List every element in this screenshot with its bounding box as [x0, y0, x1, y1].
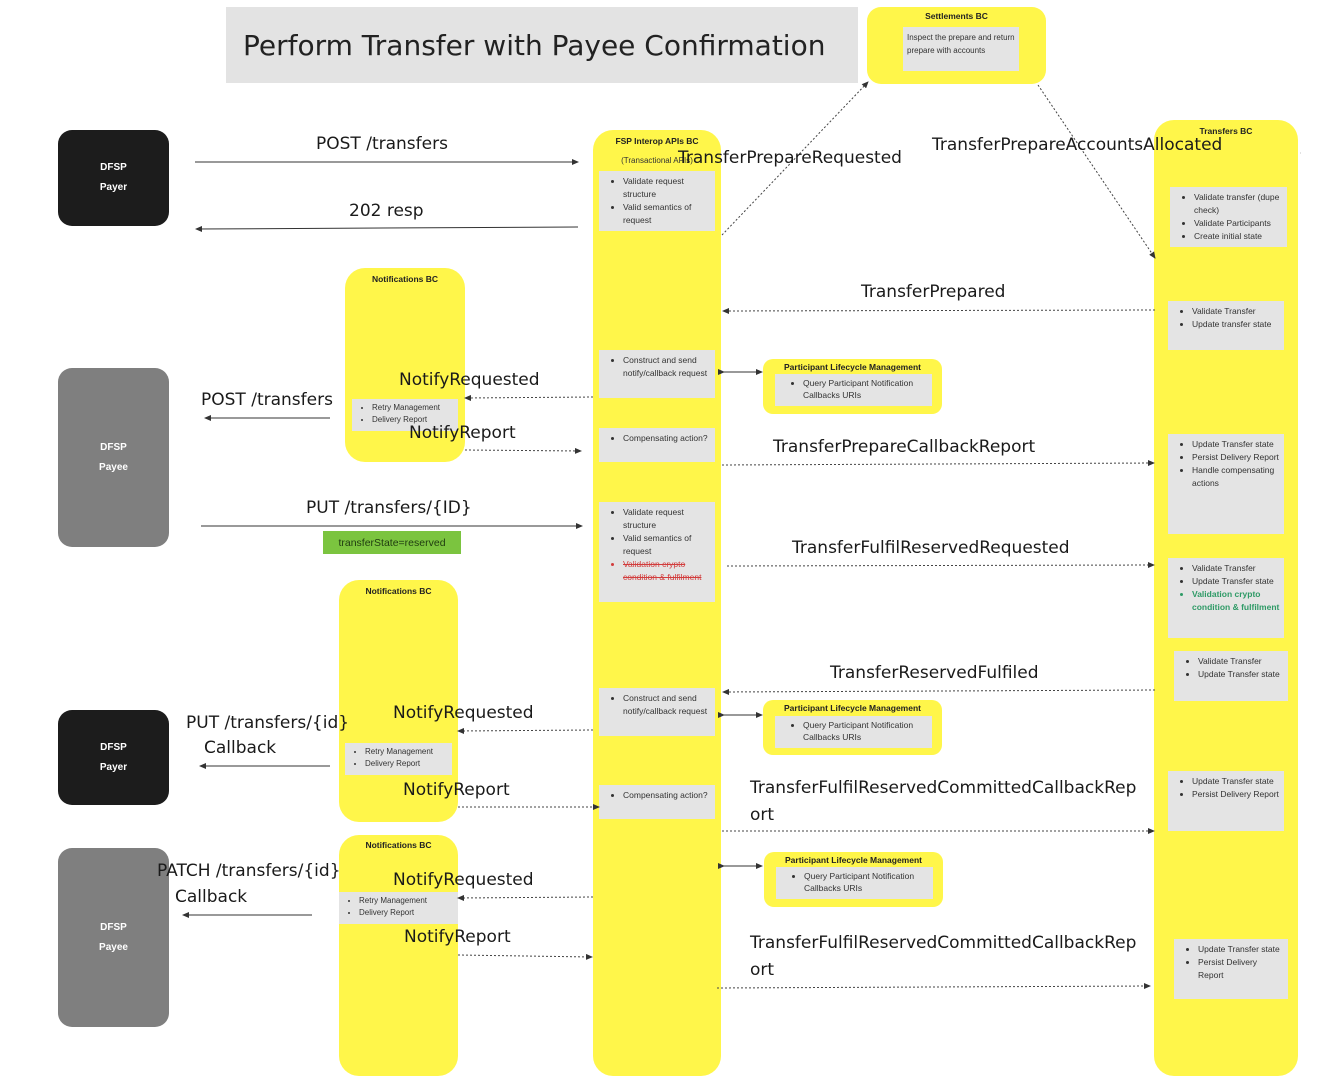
dfsp-payer-actor-callback: DFSP Payer: [58, 710, 169, 805]
fsp-card-compensating-2: Compensating action?: [599, 785, 715, 819]
actor-line1: DFSP: [100, 162, 127, 173]
label-committed-callback-report-1: TransferFulfilReservedCommittedCallbackR…: [750, 778, 1137, 825]
participant-title: Participant Lifecycle Management: [785, 855, 922, 865]
notifications-title: Notifications BC: [365, 840, 432, 850]
fsp-card-construct-notify-2: Construct and send notify/callback reque…: [599, 688, 715, 736]
label-callback-2: Callback: [175, 887, 248, 907]
actor-line2: Payee: [99, 461, 128, 473]
label-committed-callback-report-2: TransferFulfilReservedCommittedCallbackR…: [750, 933, 1137, 980]
arrow-reserved-fulfiled: [722, 688, 1156, 695]
label-prepare-callback-report: TransferPrepareCallbackReport: [773, 437, 1036, 457]
dfsp-payer-actor: DFSP Payer: [58, 130, 169, 226]
transfers-card-validate-crypto: Validate TransferUpdate Transfer stateVa…: [1168, 558, 1284, 638]
participant-lifecycle-2: Participant Lifecycle Management Query P…: [763, 700, 942, 755]
notifications-card: Retry ManagementDelivery Report: [345, 743, 452, 775]
arrow-202-resp: [195, 225, 579, 232]
participant-card: Query Participant Notification Callbacks…: [775, 374, 932, 406]
dfsp-payee-actor-callback: DFSP Payee: [58, 848, 169, 1027]
fsp-card-validate-request: Validate request structureValid semantic…: [599, 171, 715, 231]
participant-title: Participant Lifecycle Management: [784, 703, 921, 713]
arrow-fulfil-reserved-requested: [726, 562, 1155, 569]
participant-lifecycle-3: Participant Lifecycle Management Query P…: [764, 852, 943, 907]
fsp-card-compensating: Compensating action?: [599, 428, 715, 462]
transfers-bc: Transfers BC Validate transfer (dupe che…: [1154, 120, 1298, 1076]
label-put-transfers-callback: PUT /transfers/{id}: [186, 713, 350, 733]
fsp-interop-subtitle: (Transactional APIs): [621, 156, 693, 165]
arrow-transfer-prepared: [722, 307, 1156, 314]
transfers-bc-title: Transfers BC: [1199, 126, 1253, 136]
label-notify-report-2: NotifyReport: [403, 780, 510, 800]
label-post-transfers: POST /transfers: [316, 134, 448, 154]
arrow-notify-requested-3: [457, 894, 594, 901]
transfers-card-persist-report: Update Transfer statePersist Delivery Re…: [1168, 434, 1284, 534]
participant-lifecycle-1: Participant Lifecycle Management Query P…: [763, 359, 942, 414]
fsp-interop-title: FSP Interop APIs BC: [615, 136, 699, 146]
notifications-card: Retry ManagementDelivery Report: [352, 399, 458, 431]
label-put-transfers-id: PUT /transfers/{ID}: [306, 498, 472, 518]
label-notify-requested-1: NotifyRequested: [399, 370, 540, 390]
label-reserved-fulfiled: TransferReservedFulfiled: [830, 663, 1039, 683]
actor-line1: DFSP: [100, 441, 127, 453]
participant-card: Query Participant Notification Callbacks…: [775, 716, 932, 748]
arrow-notify-report-3: [457, 953, 593, 960]
label-callback-1: Callback: [204, 738, 277, 758]
transfers-card-validate: Validate transfer (dupe check)Validate P…: [1170, 187, 1287, 247]
notifications-bc-3: Notifications BC Retry ManagementDeliver…: [339, 835, 458, 1076]
fsp-card-validate-put: Validate request structureValid semantic…: [599, 502, 715, 602]
actor-line2: Payer: [99, 761, 128, 773]
actor-line1: DFSP: [100, 741, 127, 753]
settlements-card: Inspect the prepare and return prepare w…: [903, 27, 1019, 71]
transfers-card-update: Validate TransferUpdate transfer state: [1168, 301, 1284, 350]
settlements-bc-title: Settlements BC: [925, 11, 988, 21]
label-transfer-prepared: TransferPrepared: [861, 282, 1006, 302]
actor-line2: Payer: [99, 182, 128, 193]
settlements-bc: Settlements BC Inspect the prepare and r…: [867, 7, 1046, 84]
notifications-title: Notifications BC: [371, 274, 439, 284]
arrow-transfer-prepare-requested: [721, 81, 869, 236]
fsp-interop-apis-bc: FSP Interop APIs BC (Transactional APIs)…: [593, 130, 721, 1076]
fsp-card-construct-notify: Construct and send notify/callback reque…: [599, 350, 715, 398]
arrow-notify-requested-1: [464, 394, 594, 401]
label-notify-report-1: NotifyReport: [409, 423, 516, 443]
arrow-prepare-callback-report: [721, 460, 1155, 467]
participant-title: Participant Lifecycle Management: [784, 362, 921, 372]
arrow-notify-requested-2: [457, 727, 594, 734]
notifications-title: Notifications BC: [365, 586, 432, 596]
notifications-bc-1: Notifications BC Retry ManagementDeliver…: [345, 268, 465, 462]
label-202-resp: 202 resp: [349, 201, 424, 221]
diagram-title: Perform Transfer with Payee Confirmation: [226, 7, 858, 83]
participant-card: Query Participant Notification Callbacks…: [776, 867, 933, 899]
notifications-bc-2: Notifications BC Retry ManagementDeliver…: [339, 580, 458, 822]
label-fulfil-reserved-requested: TransferFulfilReservedRequested: [792, 538, 1070, 558]
actor-line1: DFSP: [100, 921, 127, 933]
arrow-committed-callback-report-2: [716, 983, 1151, 990]
actor-line2: Payee: [99, 941, 128, 953]
label-transfer-prepare-accounts-allocated: TransferPrepareAccountsAllocated: [932, 135, 1223, 155]
transfers-card-committed-report: Update Transfer statePersist Delivery Re…: [1168, 771, 1284, 831]
dfsp-payee-actor: DFSP Payee: [58, 368, 169, 547]
transfers-card-reserved-fulfiled: Validate TransferUpdate Transfer state: [1174, 651, 1288, 701]
label-notify-report-3: NotifyReport: [404, 927, 511, 947]
label-post-transfers-payee: POST /transfers: [201, 390, 333, 410]
transfer-state-badge: transferState=reserved: [323, 531, 461, 554]
arrow-prepare-accounts-allocated: [1037, 84, 1156, 259]
arrow-notify-report-1: [464, 447, 582, 454]
label-notify-requested-2: NotifyRequested: [393, 703, 534, 723]
notifications-card: Retry ManagementDelivery Report: [339, 892, 458, 924]
label-notify-requested-3: NotifyRequested: [393, 870, 534, 890]
transfers-card-committed-report-2: Update Transfer statePersist Delivery Re…: [1174, 939, 1288, 999]
label-patch-transfers-callback: PATCH /transfers/{id}: [157, 861, 341, 881]
label-transfer-prepare-requested: TransferPrepareRequested: [678, 148, 902, 168]
